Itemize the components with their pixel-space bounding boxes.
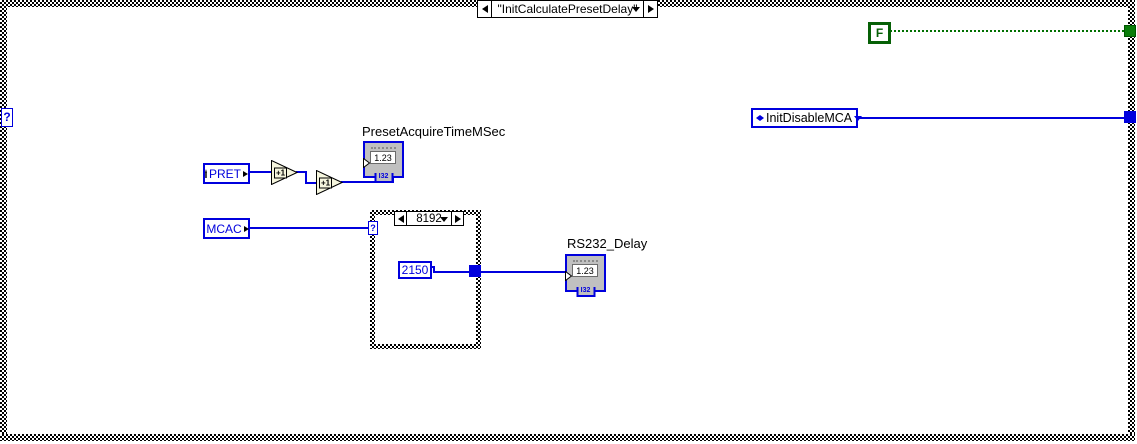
wire-false-to-tunnel[interactable] xyxy=(890,30,1126,32)
read-arrow-icon xyxy=(243,225,249,232)
right-arrow-icon xyxy=(454,214,461,223)
outer-case-border-bottom[interactable] xyxy=(0,434,1135,441)
wire-increment1-out-h[interactable] xyxy=(296,171,307,173)
numeric-indicator-preset[interactable]: 1.23 I32 xyxy=(363,141,404,183)
wire-enum-to-tunnel[interactable] xyxy=(856,117,1126,119)
display-value: 1.23 xyxy=(370,151,396,164)
increment-node-1[interactable]: +1 xyxy=(271,160,298,185)
inner-case-border[interactable] xyxy=(370,210,481,349)
increment-label: +1 xyxy=(319,177,333,188)
type-label: I32 xyxy=(374,173,393,183)
outer-case-selector-text: "InitCalculatePresetDelay" xyxy=(497,2,638,16)
inner-case-prev-button[interactable] xyxy=(395,212,407,225)
enum-constant-initdisablemca[interactable]: InitDisableMCA xyxy=(751,108,863,128)
outer-case-output-tunnel-blue[interactable] xyxy=(1124,111,1136,123)
right-arrow-icon xyxy=(647,5,654,13)
wire-increment1-out-v[interactable] xyxy=(305,171,307,184)
outer-case-prev-button[interactable] xyxy=(478,1,492,17)
inner-case-selector[interactable]: 8192 xyxy=(394,211,464,226)
global-name-label: PRET xyxy=(208,166,241,181)
left-arrow-icon xyxy=(397,214,404,223)
outer-case-selector[interactable]: "InitCalculatePresetDelay" xyxy=(477,0,658,18)
wire-mcac-to-case-selector[interactable] xyxy=(249,227,370,229)
display-value: 1.23 xyxy=(572,264,598,277)
display-dots-decoration xyxy=(371,147,396,152)
inner-case-next-button[interactable] xyxy=(451,212,463,225)
global-variable-mcac[interactable]: MCAC xyxy=(203,218,250,239)
wire-constant-to-tunnel[interactable] xyxy=(433,271,473,273)
outer-case-selector-label[interactable]: "InitCalculatePresetDelay" xyxy=(492,1,643,17)
display-dots-decoration xyxy=(573,260,598,265)
outer-case-output-tunnel-green[interactable] xyxy=(1124,25,1136,37)
inner-case-selector-text: 8192 xyxy=(416,212,442,225)
wire-tunnel-to-rs232[interactable] xyxy=(481,271,565,273)
input-arrow-icon xyxy=(363,155,371,173)
numeric-constant-2150[interactable]: 2150 xyxy=(398,261,432,279)
outer-case-selector-terminal[interactable]: ? xyxy=(1,108,13,127)
outer-case-border-right[interactable] xyxy=(1128,0,1135,441)
wire-increment2-to-indicator-h[interactable] xyxy=(341,181,394,183)
indicator-label: RS232_Delay xyxy=(567,236,648,251)
enum-dropdown-icon[interactable] xyxy=(854,115,863,121)
false-constant[interactable]: F xyxy=(868,22,891,44)
enum-value-label: InitDisableMCA xyxy=(766,111,853,125)
left-arrow-icon xyxy=(481,5,488,13)
wire-constant-elbow-v[interactable] xyxy=(433,266,435,273)
wire-pret-to-increment1[interactable] xyxy=(249,171,272,173)
input-arrow-icon xyxy=(565,268,573,286)
wire-increment2-in[interactable] xyxy=(305,182,317,184)
outer-case-next-button[interactable] xyxy=(643,1,657,17)
outer-case-border-left[interactable] xyxy=(0,0,7,441)
global-variable-pret[interactable]: PRET xyxy=(203,163,250,184)
inner-case-selector-label[interactable]: 8192 xyxy=(407,212,451,225)
type-label: I32 xyxy=(576,287,595,297)
global-name-label: MCAC xyxy=(206,221,242,236)
wire-increment2-to-indicator-v[interactable] xyxy=(392,174,394,183)
dropdown-arrow-icon xyxy=(632,7,640,12)
inner-case-output-tunnel[interactable] xyxy=(469,265,481,277)
enum-arrows-icon xyxy=(756,115,764,121)
false-label: F xyxy=(875,26,884,40)
numeric-indicator-rs232[interactable]: 1.23 I32 xyxy=(565,254,606,297)
increment-node-2[interactable]: +1 xyxy=(316,170,343,195)
question-mark-icon: ? xyxy=(370,223,376,233)
question-mark-icon: ? xyxy=(3,110,11,124)
indicator-label: PresetAcquireTimeMSec xyxy=(362,124,506,139)
global-house-icon xyxy=(205,169,207,178)
dropdown-arrow-icon xyxy=(440,216,448,222)
inner-case-selector-terminal[interactable]: ? xyxy=(368,221,378,235)
read-arrow-icon xyxy=(243,170,248,177)
increment-label: +1 xyxy=(274,167,288,178)
inner-case-body xyxy=(375,215,476,344)
